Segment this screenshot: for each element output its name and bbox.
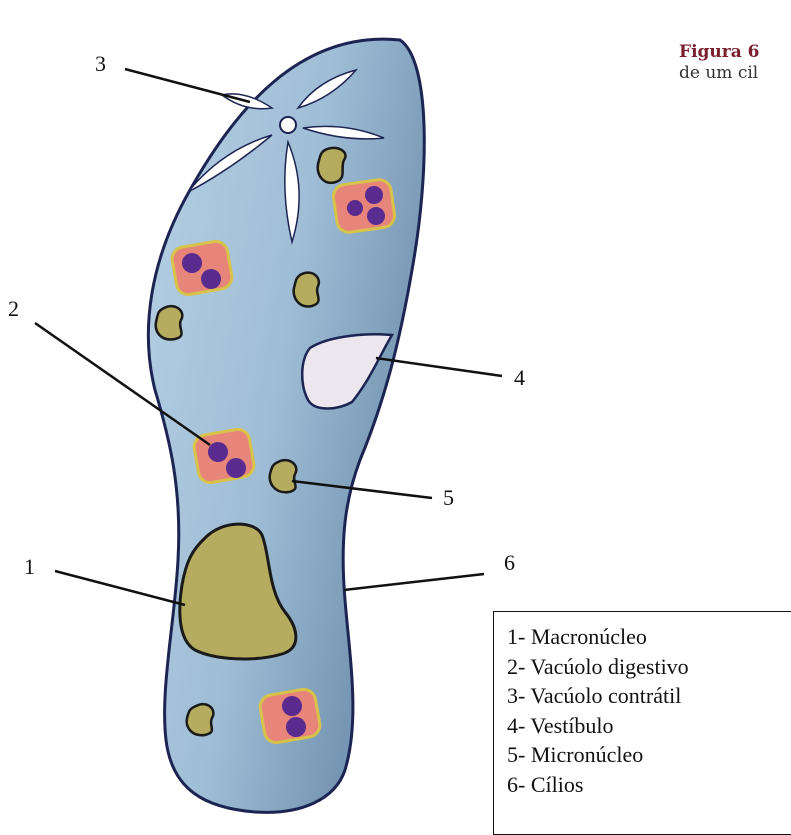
legend-box: 1- Macronúcleo 2- Vacúolo digestivo 3- V… [493, 611, 791, 835]
digestive-vacuole [192, 428, 255, 485]
leader-line-1 [55, 571, 185, 605]
legend-item-digestive-vacuole: 2- Vacúolo digestivo [507, 652, 791, 682]
leader-line-3 [125, 69, 250, 102]
legend-item-micronucleus: 5- Micronúcleo [507, 740, 791, 770]
leader-line-4 [376, 358, 502, 376]
digestive-vacuole [170, 240, 233, 297]
legend-item-cilia: 6- Cílios [507, 770, 791, 800]
callout-number-2: 2 [8, 296, 19, 321]
micronucleus [294, 273, 319, 307]
micronucleus [270, 460, 297, 492]
micronucleus [156, 306, 183, 339]
micronucleus [187, 704, 214, 735]
figure-label: Figura 6 [679, 42, 760, 62]
leader-line-6 [344, 574, 484, 590]
digestive-vacuole [258, 688, 321, 745]
callout-number-4: 4 [514, 365, 525, 390]
legend-item-vestibule: 4- Vestíbulo [507, 711, 791, 741]
callout-number-6: 6 [504, 550, 515, 575]
callout-number-5: 5 [443, 485, 454, 510]
callout-number-1: 1 [24, 554, 35, 579]
legend-item-contractile-vacuole: 3- Vacúolo contrátil [507, 681, 791, 711]
contractile-vacuole-pore [280, 117, 296, 133]
figure-caption: Figura 6 de um cil [679, 42, 760, 84]
legend-item-macronucleus: 1- Macronúcleo [507, 622, 791, 652]
callout-number-3: 3 [95, 51, 106, 76]
figure-caption-text: de um cil [679, 63, 760, 84]
micronucleus [318, 148, 346, 183]
digestive-vacuole [332, 178, 396, 234]
